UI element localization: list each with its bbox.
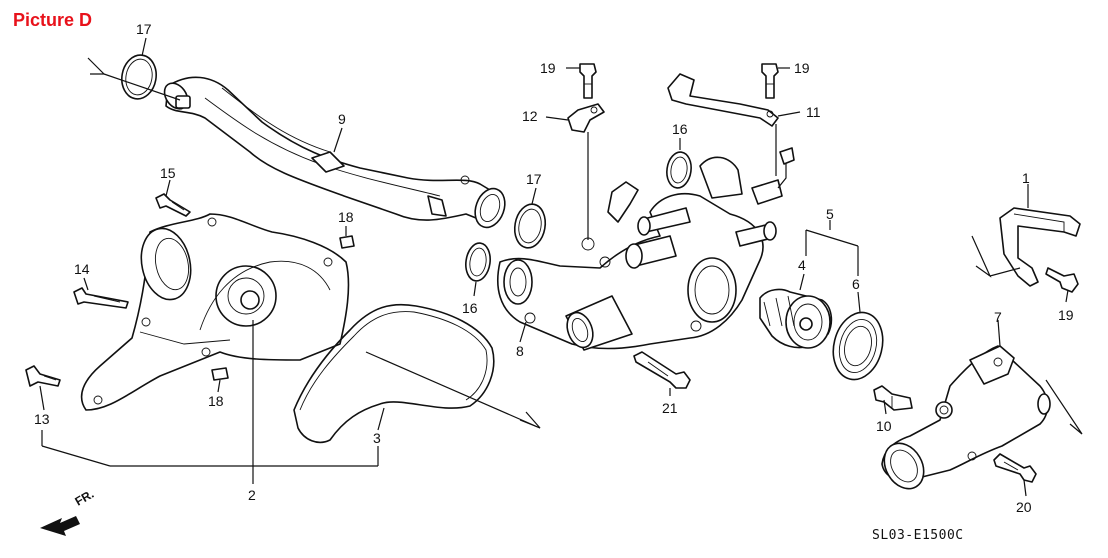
callout-1: 1 [1022, 170, 1030, 186]
callout-10: 10 [876, 418, 892, 434]
temperature-sensor [873, 385, 913, 411]
callout-5: 5 [826, 206, 834, 222]
bolt-19-upper-left [579, 63, 597, 99]
ref-line [989, 267, 1021, 277]
bracket-1 [999, 207, 1081, 287]
ref-line [103, 73, 181, 101]
callout-7: 7 [994, 309, 1002, 325]
bolt-21 [633, 351, 691, 389]
callout-9: 9 [338, 111, 346, 127]
callout-17-center: 17 [526, 171, 542, 187]
o-ring-17-center [513, 203, 547, 249]
thermostat [759, 288, 833, 349]
callout-6: 6 [852, 276, 860, 292]
water-pipe [163, 76, 506, 229]
bolt-13 [25, 365, 61, 387]
callout-16-right: 16 [672, 121, 688, 137]
leader-lines [39, 37, 1069, 497]
o-ring-17-left [121, 54, 157, 100]
callout-21: 21 [662, 400, 678, 416]
callout-13: 13 [34, 411, 50, 427]
callout-3: 3 [373, 430, 381, 446]
front-direction-arrow: FR. [40, 487, 96, 536]
callout-19-left: 19 [540, 60, 556, 76]
ref-arrow [87, 57, 106, 75]
callout-20: 20 [1016, 499, 1032, 515]
bolt-14 [73, 287, 129, 309]
ref-arrow [971, 235, 992, 278]
callout-18-upper: 18 [338, 209, 354, 225]
ref-arrow [519, 411, 541, 429]
front-direction-label: FR. [73, 487, 97, 509]
callout-19-right: 19 [1058, 307, 1074, 323]
o-ring-16-right [666, 151, 692, 189]
bolt-19-upper-right [761, 63, 779, 99]
callout-8: 8 [516, 343, 524, 359]
callout-18-lower: 18 [208, 393, 224, 409]
dowel-pin-18-upper [339, 235, 355, 249]
bracket-12 [567, 103, 605, 240]
callout-11: 11 [806, 104, 821, 120]
callout-17-left: 17 [136, 21, 152, 37]
callout-16-left: 16 [462, 300, 478, 316]
water-outlet [881, 345, 1051, 490]
callout-14: 14 [74, 261, 90, 277]
diagram-code: SL03-E1500C [872, 528, 964, 543]
bolt-19-right [1045, 267, 1079, 293]
callout-12: 12 [522, 108, 538, 124]
o-ring-16-left [465, 242, 491, 282]
callouts: 1 2 3 4 5 6 7 8 9 10 11 12 13 14 15 16 1… [34, 21, 1074, 515]
ref-line [365, 351, 541, 429]
bolt-20 [993, 453, 1037, 483]
picture-title: Picture D [13, 10, 93, 30]
ref-arrow [1045, 379, 1083, 435]
thermostat-gasket [832, 311, 884, 381]
dowel-pin-18-lower [211, 367, 229, 381]
thermostat-housing [497, 147, 795, 351]
bolt-15 [155, 193, 191, 217]
callout-15: 15 [160, 165, 176, 181]
water-pump [80, 213, 350, 411]
gasket [293, 303, 495, 444]
bracket-11 [667, 73, 779, 176]
callout-4: 4 [798, 257, 806, 273]
callout-19-center: 19 [794, 60, 810, 76]
callout-2: 2 [248, 487, 256, 503]
